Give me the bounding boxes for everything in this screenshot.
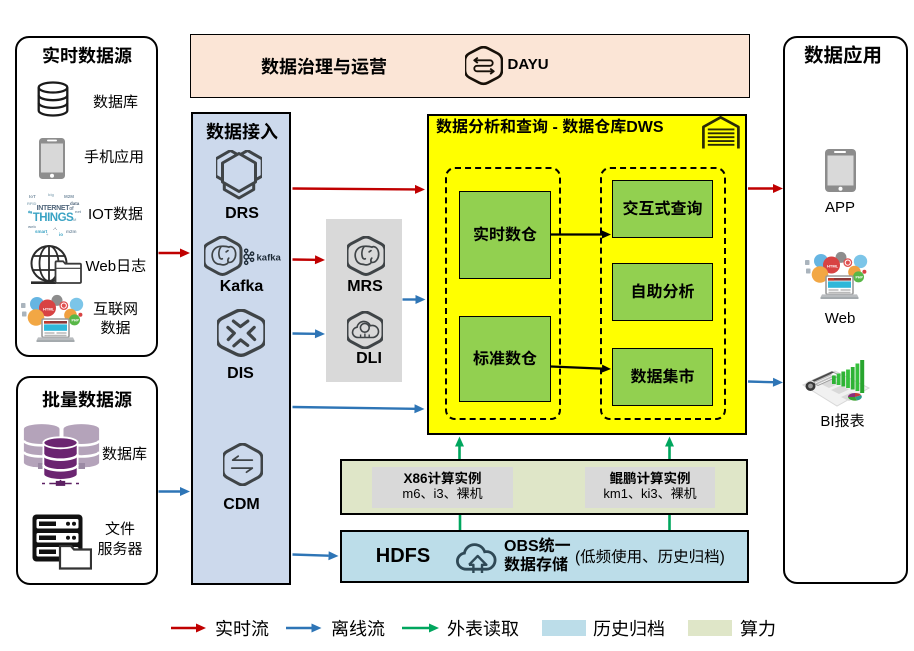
svg-text:THINGS: THINGS [33, 212, 74, 224]
svg-text:-*-: -*- [53, 226, 58, 231]
svg-text:PHP: PHP [856, 276, 864, 280]
svg-text:+: + [46, 232, 49, 236]
svg-text:INTERNETof: INTERNETof [37, 205, 74, 212]
svg-text:IoT: IoT [29, 194, 36, 199]
svg-text:RFID: RFID [27, 201, 36, 206]
svg-text:M2M: M2M [64, 194, 74, 199]
svg-text:kafka: kafka [257, 252, 282, 263]
svg-text:m2m: m2m [66, 229, 77, 234]
svg-text:PHP: PHP [72, 319, 80, 323]
svg-text:io: io [59, 232, 63, 236]
svg-text:smart: smart [35, 229, 48, 234]
svg-text:big: big [48, 192, 55, 197]
svg-text:data: data [70, 201, 80, 206]
svg-text:HTML: HTML [43, 307, 55, 312]
svg-text:HTML: HTML [827, 264, 839, 269]
svg-text:net: net [75, 209, 82, 214]
svg-text:web: web [27, 224, 36, 229]
svg-text:⇆: ⇆ [28, 209, 33, 216]
svg-text:M: M [73, 217, 77, 222]
